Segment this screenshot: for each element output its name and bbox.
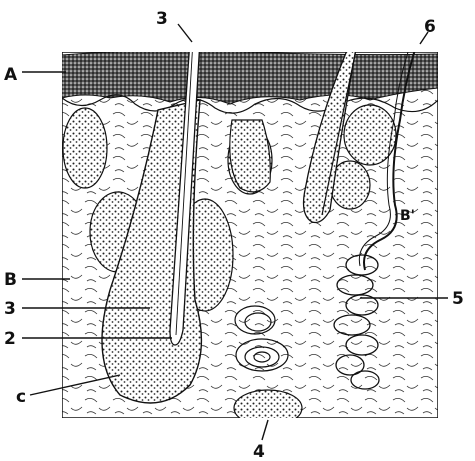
gland-cluster-left — [63, 108, 107, 188]
label-left-c: c — [16, 387, 26, 407]
label-inner-b: B' — [400, 208, 415, 224]
epidermis-layer — [62, 51, 438, 104]
label-left-b: B — [4, 270, 17, 290]
label-right-5: 5 — [452, 289, 464, 309]
label-top-right: 6 — [424, 17, 436, 37]
label-left-3: 3 — [4, 299, 16, 319]
hair-follicle-small — [230, 120, 271, 192]
tissue-block — [62, 40, 438, 426]
label-bottom-4: 4 — [253, 442, 265, 461]
label-epidermis: A — [4, 65, 18, 85]
label-top-hair: 3 — [156, 9, 168, 29]
label-left-2: 2 — [4, 329, 16, 349]
